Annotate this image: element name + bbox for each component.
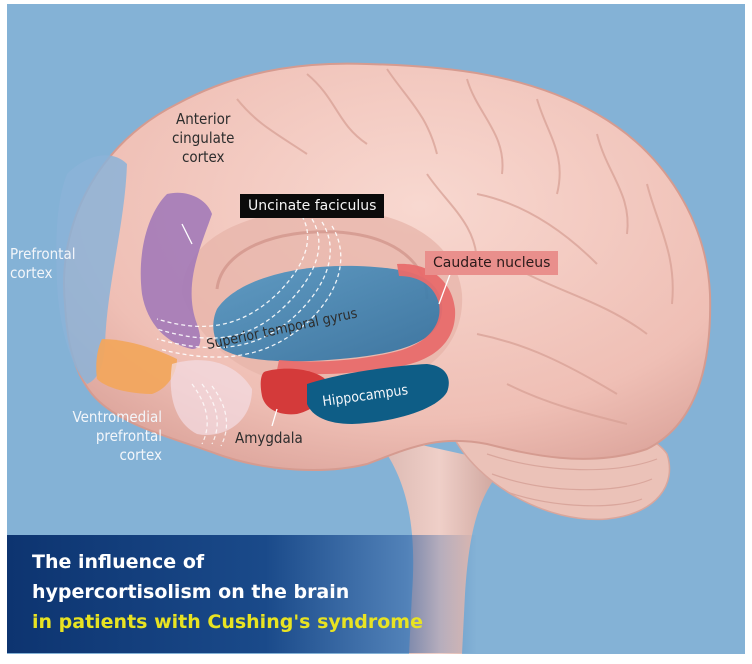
title-line-1: The influence of [32, 549, 204, 575]
label-prefrontal-cortex: Prefrontal cortex [10, 245, 75, 283]
label-ventromedial-prefrontal-cortex: Ventromedial prefrontal cortex [62, 408, 162, 465]
label-caudate-nucleus: Caudate nucleus [425, 251, 558, 275]
label-anterior-cingulate-cortex: Anterior cingulate cortex [172, 110, 234, 167]
title-line-2: hypercortisolism on the brain [32, 579, 349, 605]
title-line-3: in patients with Cushing's syndrome [32, 609, 423, 635]
label-uncinate-faciculus: Uncinate faciculus [240, 194, 384, 218]
diagram-frame: Anterior cingulate cortex Prefrontal cor… [7, 4, 745, 654]
label-amygdala: Amygdala [235, 429, 303, 448]
title-band: The influence of hypercortisolism on the… [7, 535, 477, 653]
